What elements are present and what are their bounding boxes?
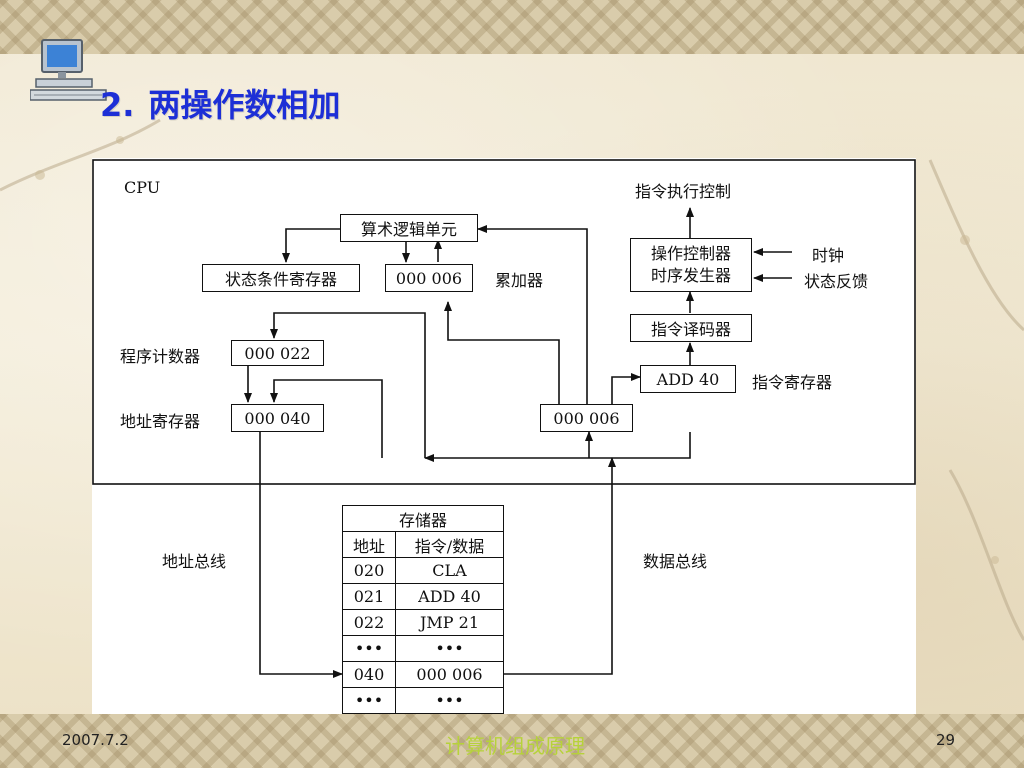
diagram-lines bbox=[92, 159, 916, 678]
program-counter-label: 程序计数器 bbox=[120, 347, 201, 366]
alu-to-status-arrow bbox=[282, 228, 340, 263]
memory-content-cell: ••• bbox=[395, 687, 504, 714]
memory-address-cell: ••• bbox=[342, 687, 396, 714]
page-number: 29 bbox=[936, 731, 956, 749]
cpu-memory-diagram: CPU 算术逻辑单元 状态条件寄存器 000 006 累加器 程序计数器 000… bbox=[92, 158, 916, 714]
memory-row: ••• ••• bbox=[342, 687, 504, 714]
data-register-to-accumulator-arrow bbox=[444, 301, 560, 408]
memory-header-content: 指令/数据 bbox=[395, 531, 504, 558]
memory-row: 022 JMP 21 bbox=[342, 609, 504, 636]
address-bus-label: 地址总线 bbox=[162, 552, 227, 571]
memory-address-cell: 020 bbox=[342, 557, 396, 584]
computer-icon bbox=[30, 39, 107, 101]
data-to-address-register-arrow bbox=[270, 379, 383, 458]
control-unit-line1: 操作控制器 bbox=[650, 244, 731, 263]
data-to-instruction-register-arrow bbox=[611, 373, 641, 408]
memory-row: 040 000 006 bbox=[342, 661, 504, 688]
status-feedback-label: 状态反馈 bbox=[804, 272, 869, 291]
address-register-box: 000 040 bbox=[231, 404, 324, 432]
bottom-decorative-border bbox=[0, 714, 1024, 768]
memory-content-cell: 000 006 bbox=[395, 661, 504, 688]
alu-box: 算术逻辑单元 bbox=[340, 214, 478, 242]
data-bus-label: 数据总线 bbox=[643, 552, 708, 571]
memory-address-cell: 021 bbox=[342, 583, 396, 610]
memory-content-cell: JMP 21 bbox=[395, 609, 504, 636]
memory-header-address: 地址 bbox=[342, 531, 396, 558]
program-counter-box: 000 022 bbox=[231, 340, 324, 366]
control-unit-line2: 时序发生器 bbox=[650, 266, 731, 285]
memory-row: 020 CLA bbox=[342, 557, 504, 584]
slide-title: 2. 两操作数相加 bbox=[100, 80, 340, 126]
control-unit-box: 操作控制器 时序发生器 bbox=[630, 238, 752, 292]
memory-address-cell: 022 bbox=[342, 609, 396, 636]
memory-row: 021 ADD 40 bbox=[342, 583, 504, 610]
instruction-register-box: ADD 40 bbox=[640, 365, 736, 393]
cpu-label: CPU bbox=[124, 178, 161, 197]
memory-address-cell: 040 bbox=[342, 661, 396, 688]
cpu-internal-bus bbox=[424, 432, 691, 462]
data-register-to-alu-arrow bbox=[477, 225, 588, 408]
instruction-decoder-box: 指令译码器 bbox=[630, 314, 752, 342]
memory-content-cell: CLA bbox=[395, 557, 504, 584]
footer-date: 2007.7.2 bbox=[62, 731, 129, 749]
memory-table: 存储器 地址 指令/数据 020 CLA 021 ADD 40 022 JMP … bbox=[342, 505, 504, 714]
instruction-exec-control-label: 指令执行控制 bbox=[635, 182, 732, 201]
data-bus-line bbox=[504, 457, 616, 675]
data-to-program-counter-arrow bbox=[270, 312, 426, 458]
cpu-boundary bbox=[92, 159, 916, 485]
memory-content-cell: ••• bbox=[395, 635, 504, 662]
address-register-label: 地址寄存器 bbox=[120, 412, 201, 431]
slide-title-number: 2. bbox=[100, 86, 135, 124]
memory-content-cell: ADD 40 bbox=[395, 583, 504, 610]
data-register-box: 000 006 bbox=[540, 404, 633, 432]
slide-title-text: 两操作数相加 bbox=[148, 86, 341, 124]
instruction-register-label: 指令寄存器 bbox=[752, 373, 833, 392]
memory-row: ••• ••• bbox=[342, 635, 504, 662]
top-decorative-border bbox=[0, 0, 1024, 54]
accumulator-box: 000 006 bbox=[385, 264, 473, 292]
accumulator-label: 累加器 bbox=[495, 271, 544, 290]
memory-address-cell: ••• bbox=[342, 635, 396, 662]
clock-label: 时钟 bbox=[812, 246, 845, 265]
status-register-box: 状态条件寄存器 bbox=[202, 264, 360, 292]
memory-title: 存储器 bbox=[342, 505, 504, 532]
address-bus-line bbox=[259, 430, 343, 678]
footer-course-title: 计算机组成原理 bbox=[445, 734, 585, 758]
